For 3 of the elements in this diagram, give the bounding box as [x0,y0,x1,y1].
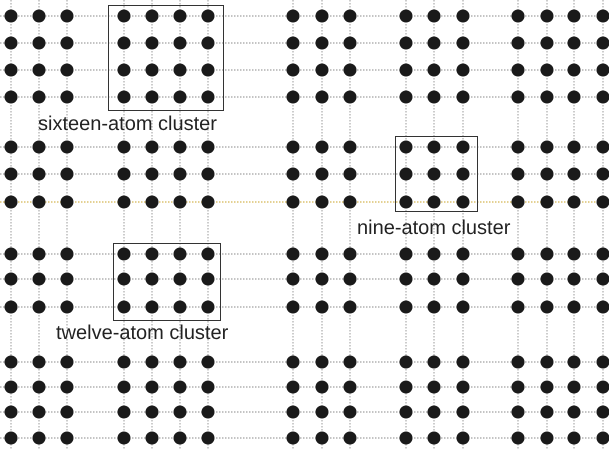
cluster-label: twelve-atom cluster [56,323,228,343]
cluster-label: sixteen-atom cluster [38,114,217,134]
cluster-label: nine-atom cluster [357,218,510,238]
